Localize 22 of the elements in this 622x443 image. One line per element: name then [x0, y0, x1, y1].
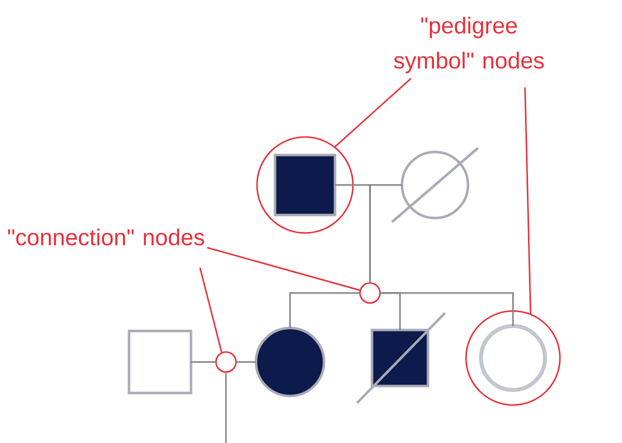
male-symbol — [128, 330, 192, 394]
leader-line — [207, 246, 361, 292]
affected-female-symbol — [254, 326, 326, 398]
leader-line — [334, 78, 412, 148]
annotation-text: "connection" nodes — [8, 228, 204, 246]
relationship-line — [369, 184, 402, 283]
annotation-text: "pedigree symbol" nodes — [394, 16, 544, 74]
deceased-female-symbol — [391, 147, 479, 223]
affected-male-symbol — [274, 154, 336, 216]
connection-node — [215, 351, 237, 373]
highlight-ring — [465, 310, 561, 406]
leader-line — [199, 267, 222, 354]
connection-node — [359, 282, 381, 304]
female-symbol — [479, 324, 547, 392]
highlight-ring — [256, 136, 354, 234]
relationship-line — [225, 372, 227, 443]
relationship-line — [191, 361, 216, 363]
relationship-line — [236, 361, 256, 363]
deceased-affected-male-symbol — [356, 312, 446, 404]
leader-line — [524, 87, 532, 314]
relationship-line — [289, 292, 360, 328]
relationship-line — [380, 292, 514, 326]
